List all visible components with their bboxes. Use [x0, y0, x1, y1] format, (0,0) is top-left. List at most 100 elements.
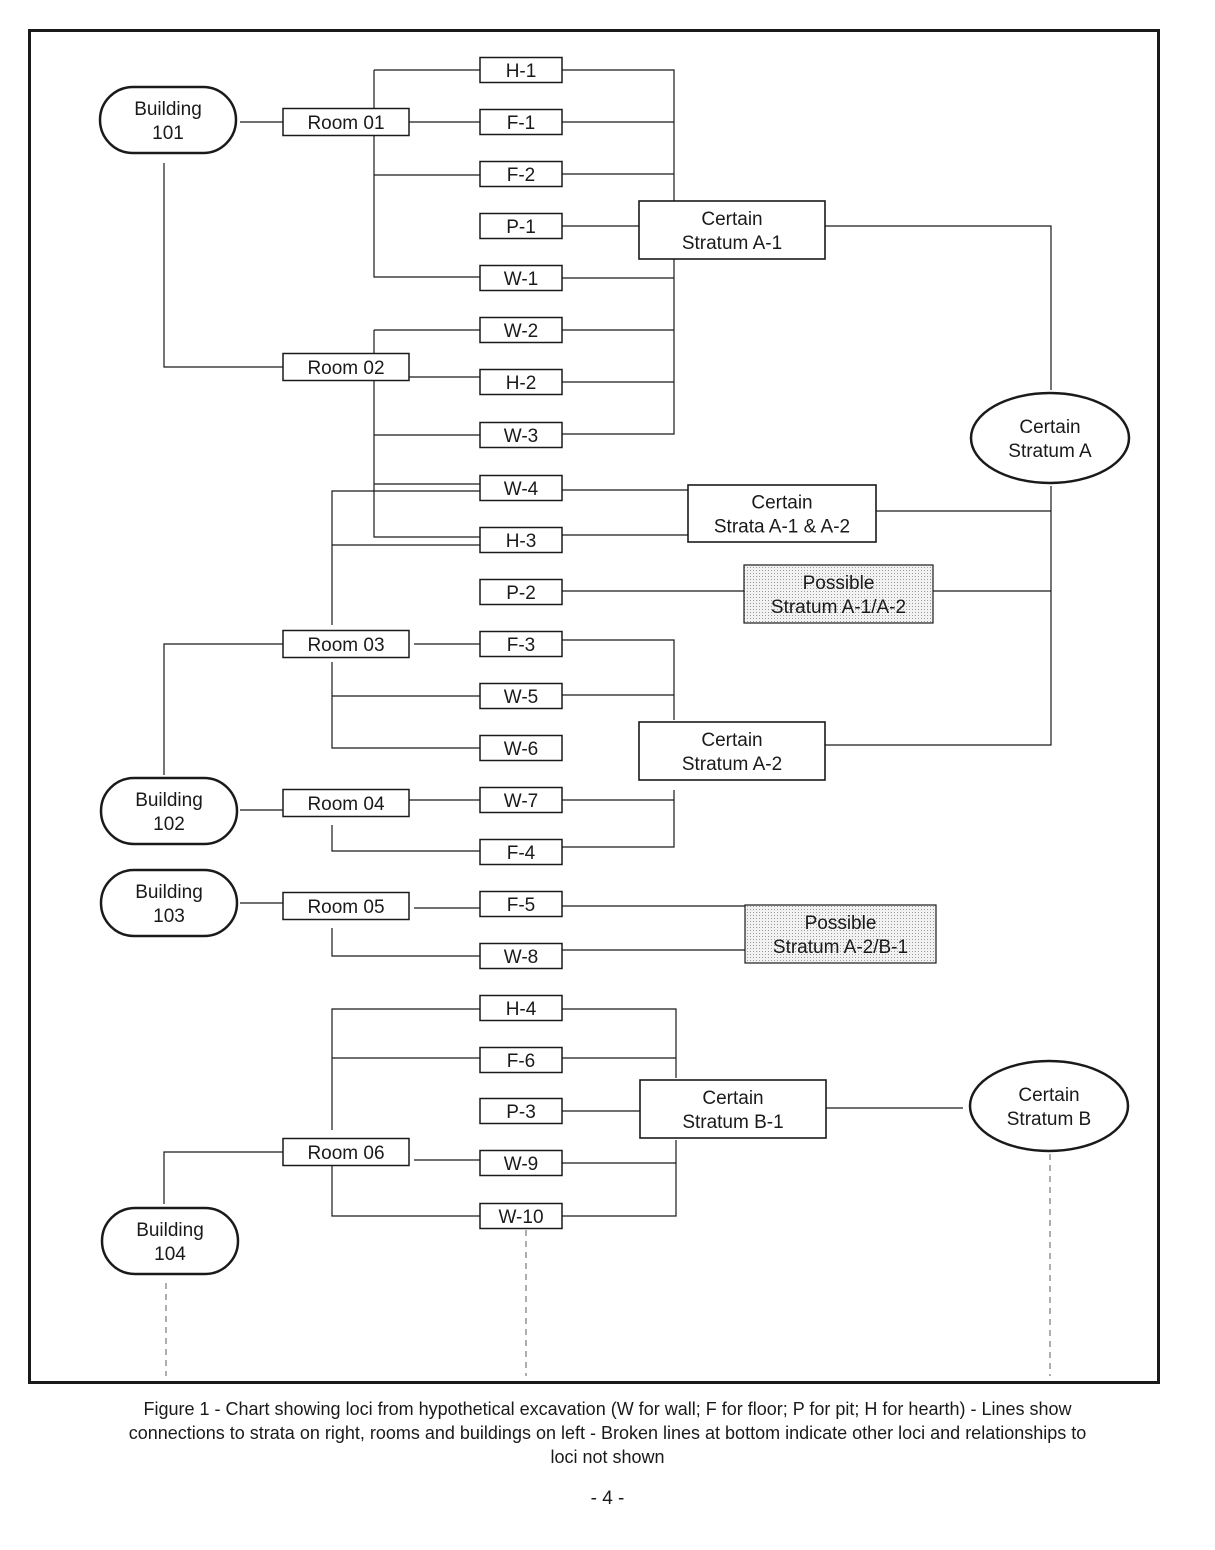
node-label: Stratum A-1 — [682, 233, 782, 254]
node-label: 102 — [153, 814, 185, 835]
loci-chart: Building101Building102Building103Buildin… — [98, 56, 1131, 1376]
locus-box — [479, 474, 563, 502]
locus-box — [479, 56, 563, 84]
connector-line — [825, 225, 1052, 390]
possible-stratum-box — [743, 564, 934, 624]
locus-label: P-1 — [506, 217, 536, 238]
room-box — [282, 107, 410, 137]
node-label: Stratum A-2 — [682, 754, 782, 775]
locus-box — [479, 682, 563, 710]
room-box — [282, 891, 410, 921]
locus-label: W-8 — [504, 947, 538, 968]
locus-box — [479, 890, 563, 918]
page-number: - 4 - — [590, 1488, 625, 1509]
locus-label: F-2 — [507, 165, 536, 186]
locus-box — [479, 264, 563, 292]
locus-label: H-3 — [506, 531, 537, 552]
room-label: Room 01 — [307, 113, 384, 134]
locus-label: F-3 — [507, 635, 536, 656]
locus-label: H-1 — [506, 61, 537, 82]
locus-box — [479, 212, 563, 240]
connector-line — [163, 163, 283, 368]
building-node — [100, 1206, 240, 1276]
connector-line — [331, 1008, 480, 1130]
node-label: Building — [134, 99, 202, 120]
node-label: Certain — [1018, 1085, 1079, 1106]
locus-label: W-1 — [504, 269, 538, 290]
locus-box — [479, 316, 563, 344]
room-label: Room 02 — [307, 358, 384, 379]
node-label: Certain — [702, 1088, 763, 1109]
node-label: Stratum B-1 — [682, 1112, 783, 1133]
connector-line — [373, 70, 480, 278]
connector-lines — [163, 69, 1052, 1376]
room-box — [282, 352, 410, 382]
locus-box — [479, 786, 563, 814]
locus-box — [479, 1149, 563, 1177]
connector-line — [331, 825, 480, 852]
node-label: Stratum A-1/A-2 — [771, 597, 906, 618]
building-outline — [98, 85, 238, 155]
connector-line — [331, 928, 480, 957]
node-label: Certain — [701, 209, 762, 230]
node-label: Certain — [751, 493, 812, 514]
node-label: Stratum B — [1007, 1109, 1091, 1130]
node-label: Certain — [1019, 417, 1080, 438]
certain-stratum-box — [687, 484, 877, 543]
locus-label: H-2 — [506, 373, 537, 394]
connector-line — [562, 639, 675, 720]
building-node — [98, 85, 238, 155]
diagram-frame — [28, 29, 1160, 1384]
room-box — [282, 629, 410, 659]
caption-line: connections to strata on right, rooms an… — [128, 1423, 1087, 1443]
stratum-group-ellipse — [969, 391, 1131, 485]
node-label: Certain — [701, 730, 762, 751]
node-label: Building — [135, 882, 203, 903]
room-label: Room 04 — [307, 794, 385, 815]
connector-line — [331, 1166, 480, 1217]
locus-label: W-6 — [504, 739, 538, 760]
locus-label: W-3 — [504, 426, 538, 447]
locus-box — [479, 994, 563, 1022]
connector-line — [562, 1140, 677, 1217]
node-label: Building — [136, 1220, 204, 1241]
locus-label: W-9 — [504, 1154, 538, 1175]
node-label: 104 — [154, 1244, 186, 1265]
figure-caption: Figure 1 - Chart showing loci from hypot… — [40, 1397, 1175, 1469]
possible-stratum-box — [744, 904, 937, 964]
node-label: Stratum A-2/B-1 — [773, 937, 908, 958]
locus-box — [479, 160, 563, 188]
node-label: Strata A-1 & A-2 — [714, 517, 850, 538]
building-outline — [99, 868, 239, 938]
room-label: Room 05 — [307, 897, 384, 918]
room-label: Room 03 — [307, 635, 384, 656]
locus-box — [479, 1046, 563, 1074]
node-label: Stratum A — [1008, 441, 1092, 462]
connector-line — [163, 643, 283, 775]
locus-label: P-2 — [506, 583, 536, 604]
locus-label: W-7 — [504, 791, 538, 812]
room-label: Room 06 — [307, 1143, 384, 1164]
locus-box — [479, 578, 563, 606]
locus-label: W-5 — [504, 687, 538, 708]
locus-label: W-4 — [504, 479, 539, 500]
locus-label: F-5 — [507, 895, 536, 916]
connector-line — [331, 490, 480, 625]
locus-box — [479, 368, 563, 396]
room-box — [282, 788, 410, 818]
locus-label: P-3 — [506, 1102, 536, 1123]
building-outline — [100, 1206, 240, 1276]
caption-line: loci not shown — [550, 1447, 665, 1467]
locus-box — [479, 526, 563, 554]
node-label: Possible — [805, 913, 877, 934]
stratum-group-ellipse — [968, 1059, 1130, 1153]
certain-stratum-box — [638, 200, 826, 260]
locus-label: F-4 — [507, 843, 536, 864]
locus-box — [479, 942, 563, 970]
locus-box — [479, 108, 563, 136]
locus-label: H-4 — [506, 999, 537, 1020]
locus-box — [479, 734, 563, 762]
building-node — [99, 776, 239, 846]
locus-box — [479, 1202, 563, 1230]
locus-box — [479, 421, 563, 449]
